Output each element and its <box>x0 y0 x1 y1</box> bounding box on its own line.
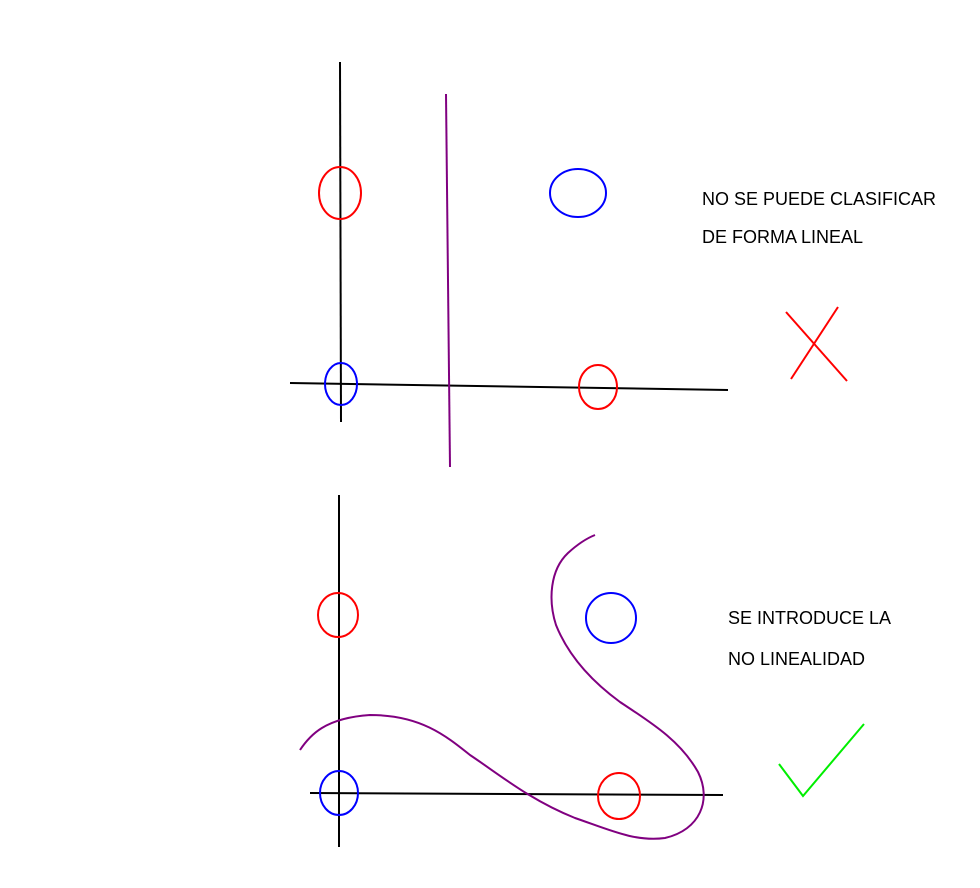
bottom-panel: SE INTRODUCE LA NO LINEALIDAD <box>299 495 891 847</box>
bottom-caption-line1: SE INTRODUCE LA <box>728 608 891 628</box>
top-point-red-lower-right <box>578 364 618 410</box>
bottom-point-blue-origin <box>319 770 359 816</box>
top-point-red-upper-left <box>318 166 362 220</box>
bottom-caption-line2: NO LINEALIDAD <box>728 649 865 669</box>
bottom-x-axis <box>309 792 724 796</box>
cross-icon <box>785 306 848 382</box>
bottom-point-blue-upper-right <box>585 592 637 644</box>
check-icon <box>778 723 865 798</box>
top-y-axis <box>339 61 342 423</box>
bottom-point-red-upper-left <box>317 592 359 638</box>
top-point-blue-upper-right <box>549 168 607 218</box>
bottom-point-red-lower-right <box>597 772 641 820</box>
nonlinear-boundary-curve <box>299 534 705 840</box>
top-x-axis <box>289 382 729 391</box>
top-point-blue-origin <box>324 362 358 406</box>
linear-boundary-line <box>445 93 451 468</box>
top-caption-line2: DE FORMA LINEAL <box>702 227 863 247</box>
top-caption-line1: NO SE PUEDE CLASIFICAR <box>702 189 936 209</box>
top-panel: NO SE PUEDE CLASIFICAR DE FORMA LINEAL <box>289 61 936 468</box>
